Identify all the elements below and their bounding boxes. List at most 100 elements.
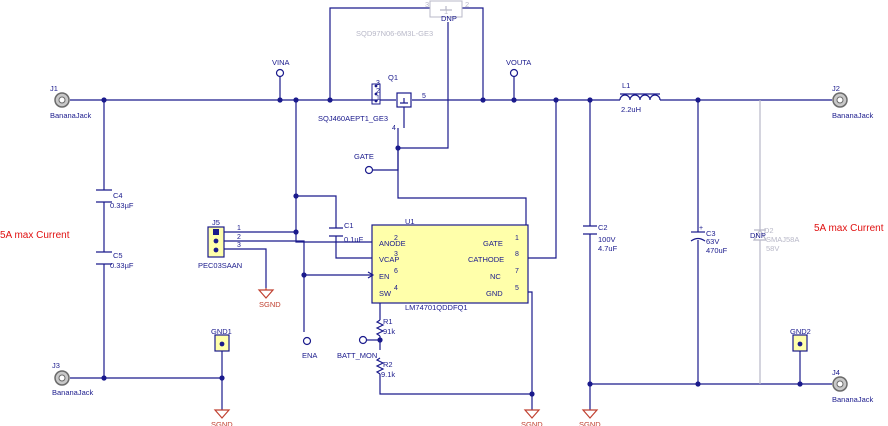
j1-ref: J1 — [50, 84, 58, 93]
wire-ic-gnd — [528, 291, 533, 410]
sgnd-ic: SGND — [521, 409, 543, 426]
c2-voltage: 100V — [598, 235, 616, 244]
u1-part: LM74701QDDFQ1 — [405, 303, 468, 312]
j4-ref: J4 — [832, 368, 840, 377]
q2-pin-2: 2 — [465, 0, 469, 9]
ena-label: ENA — [302, 351, 317, 360]
j3-ref: J3 — [52, 361, 60, 370]
sgnd-label-j5: SGND — [259, 300, 281, 309]
u1-nc: NC — [490, 272, 501, 281]
wire-q2-source — [329, 7, 430, 100]
gate-label: GATE — [354, 152, 374, 161]
net-ena: ENA — [302, 336, 317, 360]
q1-pin-2: 2 — [376, 88, 380, 95]
wire-q2-gate — [398, 22, 449, 149]
wire-q2-drain — [462, 7, 484, 100]
net-vouta: VOUTA — [506, 58, 531, 78]
d2-voltage: 58V — [766, 244, 779, 253]
mosfet-q2-dnp: 3 1 2 DNP SQD97N06-6M3L-GE3 — [356, 0, 469, 38]
capacitor-c2: C2 100V 4.7uF — [583, 223, 618, 253]
capacitor-c5: C5 0.33µF — [96, 251, 134, 270]
sgnd-j5: SGND — [257, 288, 281, 309]
u1-gate: GATE — [483, 239, 503, 248]
c2-value: 4.7uF — [598, 244, 618, 253]
j5-type: PEC03SAAN — [198, 261, 242, 270]
j3-type: BananaJack — [52, 388, 94, 397]
net-vina: VINA — [272, 58, 290, 78]
c2-ref: C2 — [598, 223, 608, 232]
wires — [70, 7, 832, 410]
q1-pin-5: 5 — [422, 93, 426, 100]
q1-pin-3: 3 — [376, 80, 380, 87]
c4-value: 0.33µF — [110, 201, 134, 210]
c1-ref: C1 — [344, 221, 354, 230]
svg-text:+: + — [699, 225, 703, 232]
gnd2-ref: GND2 — [790, 327, 811, 336]
capacitor-c1: C1 0.1uF — [329, 221, 364, 244]
c3-voltage: 63V — [706, 237, 719, 246]
u1-pin-5: 5 — [515, 285, 519, 292]
c5-ref: C5 — [113, 251, 123, 260]
u1-pin-7: 7 — [515, 268, 519, 275]
u1-pin-4: 4 — [394, 285, 398, 292]
l1-ref: L1 — [622, 81, 630, 90]
note-right-current: 5A max Current — [814, 223, 884, 234]
testpoint-gnd2: GND2 — [790, 327, 811, 352]
resistor-r1: R1 91k — [375, 317, 395, 337]
r2-value: 9.1k — [381, 370, 395, 379]
wire-c1 — [296, 195, 372, 259]
c5-value: 0.33µF — [110, 261, 134, 270]
u1-pin-6: 6 — [394, 268, 398, 275]
q2-pin-1: 1 — [444, 7, 448, 16]
u1-pin-8: 8 — [515, 251, 519, 258]
j1-type: BananaJack — [50, 111, 92, 120]
u1-ref: U1 — [405, 217, 415, 226]
vouta-label: VOUTA — [506, 58, 531, 67]
junctions — [101, 97, 803, 397]
wire-anode — [295, 100, 372, 243]
wire-cathode — [528, 100, 557, 259]
u1-cathode: CATHODE — [468, 255, 504, 264]
resistor-r2: R2 9.1k — [375, 357, 395, 379]
jack-j1: J1 BananaJack — [50, 84, 92, 120]
u1-en: EN — [379, 272, 389, 281]
r1-ref: R1 — [383, 317, 393, 326]
header-j5: 1 2 3 J5 PEC03SAAN — [198, 218, 242, 270]
net-gate: GATE — [354, 152, 374, 175]
j4-type: BananaJack — [832, 395, 874, 404]
q1-part: SQJ460AEPT1_GE3 — [318, 114, 388, 123]
sgnd-label-right: SGND — [579, 420, 601, 426]
j5-pin-1: 1 — [237, 225, 241, 232]
q2-part: SQD97N06-6M3L-GE3 — [356, 29, 433, 38]
u1-anode: ANODE — [379, 239, 406, 248]
q1-ref: Q1 — [388, 73, 398, 82]
diode-d2-dnp: D2 DNP SMAJ58A 58V — [750, 226, 799, 253]
net-batt-mon: BATT_MON — [337, 335, 377, 360]
jack-j4: J4 BananaJack — [832, 368, 874, 404]
wire-gate-net — [372, 128, 399, 171]
r1-value: 91k — [383, 327, 395, 336]
jack-j2: J2 BananaJack — [832, 84, 874, 120]
j2-ref: J2 — [832, 84, 840, 93]
d2-dnp: DNP — [750, 231, 766, 240]
note-left-current: 5A max Current — [0, 230, 70, 241]
vina-label: VINA — [272, 58, 290, 67]
capacitor-c3: + C3 63V 470uF — [690, 225, 728, 255]
wire-en — [240, 240, 372, 332]
j5-ref: J5 — [212, 218, 220, 227]
c4-ref: C4 — [113, 191, 123, 200]
ic-u1: U1 LM74701QDDFQ1 2 ANODE 3 VCAP 6 EN 4 S… — [367, 217, 529, 312]
q2-dnp: DNP — [441, 14, 457, 23]
u1-pin-3: 3 — [394, 251, 398, 258]
u1-pin-1: 1 — [515, 235, 519, 242]
j5-pin-2: 2 — [237, 234, 241, 241]
l1-value: 2.2uH — [621, 105, 641, 114]
batt-mon-label: BATT_MON — [337, 351, 377, 360]
sgnd-label-ic: SGND — [521, 420, 543, 426]
u1-vcap: VCAP — [379, 255, 399, 264]
testpoint-gnd1: GND1 — [211, 327, 232, 352]
sgnd-left: SGND — [211, 409, 233, 426]
gnd1-ref: GND1 — [211, 327, 232, 336]
